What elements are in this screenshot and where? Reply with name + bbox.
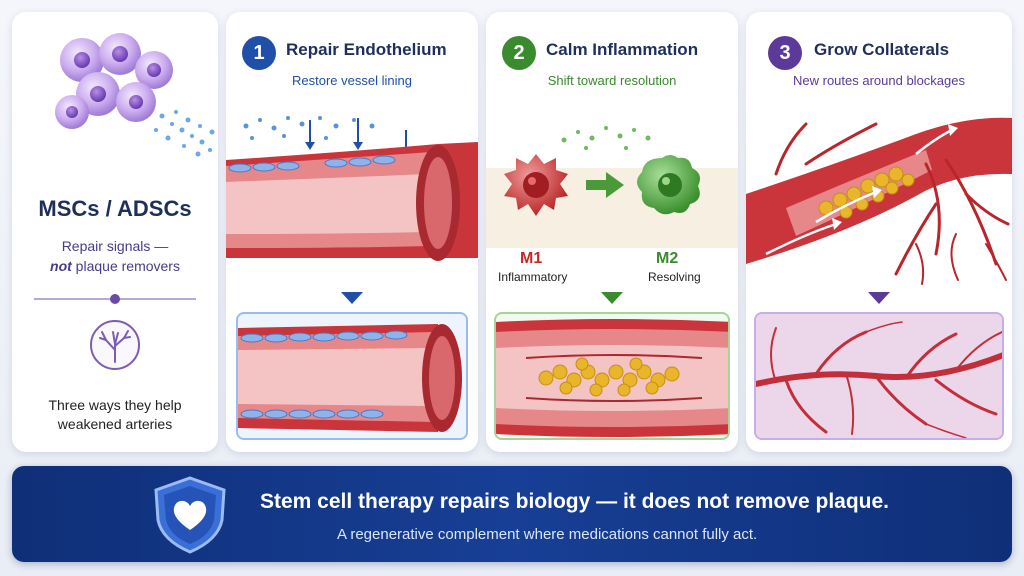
step-title: Calm Inflammation <box>546 40 699 59</box>
intro-title: MSCs / ADSCs <box>38 196 192 221</box>
repaired-vessel-panel <box>236 312 468 440</box>
intro-subtitle-rest: plaque removers <box>71 258 180 274</box>
blocked-artery-collaterals-illustration <box>746 117 1012 285</box>
intro-card: MSCs / ADSCs Repair signals — not plaque… <box>12 12 218 452</box>
macrophage-shift-illustration <box>486 126 738 248</box>
step-card-repair-endothelium: 1 Repair Endothelium Restore vessel lini… <box>226 12 478 452</box>
summary-banner: Stem cell therapy repairs biology — it d… <box>12 466 1012 562</box>
intro-subtitle-line2: not plaque removers <box>12 256 218 276</box>
m2-label: M2 <box>656 250 679 267</box>
intro-subtitle: Repair signals — not plaque removers <box>12 236 218 276</box>
m2-macrophage-icon <box>637 155 700 215</box>
banner-subtitle: A regenerative complement where medicati… <box>337 526 758 543</box>
m1-label: M1 <box>520 250 543 267</box>
step-title: Grow Collaterals <box>814 40 950 59</box>
damaged-vessel-illustration <box>226 116 478 261</box>
collateral-network-illustration <box>756 314 1002 438</box>
banner-title: Stem cell therapy repairs biology — it d… <box>260 490 889 513</box>
step-card-calm-inflammation: 2 Calm Inflammation Shift toward resolut… <box>486 12 738 452</box>
stem-cell-cluster-icon <box>55 33 215 157</box>
step-card-grow-collaterals: 3 Grow Collaterals New routes around blo… <box>746 12 1012 452</box>
step-number-badge: 1 <box>242 36 276 70</box>
stabilized-plaque-illustration <box>496 319 728 437</box>
step-header: 2 Calm Inflammation <box>486 36 738 76</box>
step-number-badge: 2 <box>502 36 536 70</box>
intro-subtitle-line1: Repair signals — <box>61 238 169 254</box>
intro-divider-dot <box>110 294 120 304</box>
tree-branch-icon <box>90 320 140 370</box>
down-arrow-icon <box>341 292 363 304</box>
repaired-vessel-illustration <box>238 324 462 432</box>
step-header: 3 Grow Collaterals <box>746 36 1012 76</box>
down-arrow-icon <box>601 292 623 304</box>
m1-sublabel: Inflammatory <box>498 270 568 284</box>
step-subtitle: Restore vessel lining <box>292 73 412 88</box>
step-title: Repair Endothelium <box>286 40 447 59</box>
intro-subtitle-emphasis: not <box>50 258 72 274</box>
step-number-badge: 3 <box>768 36 802 70</box>
step-subtitle: New routes around blockages <box>793 73 965 88</box>
down-arrow-icon <box>868 292 890 304</box>
m2-sublabel: Resolving <box>648 270 701 284</box>
shield-heart-icon <box>154 476 226 554</box>
intro-footer: Three ways they help weakened arteries <box>48 397 182 432</box>
step-subtitle: Shift toward resolution <box>547 73 677 88</box>
stabilized-plaque-panel <box>494 312 730 440</box>
collateral-network-panel <box>754 312 1004 440</box>
step-header: 1 Repair Endothelium <box>226 36 478 76</box>
m1-macrophage-icon <box>504 154 568 216</box>
